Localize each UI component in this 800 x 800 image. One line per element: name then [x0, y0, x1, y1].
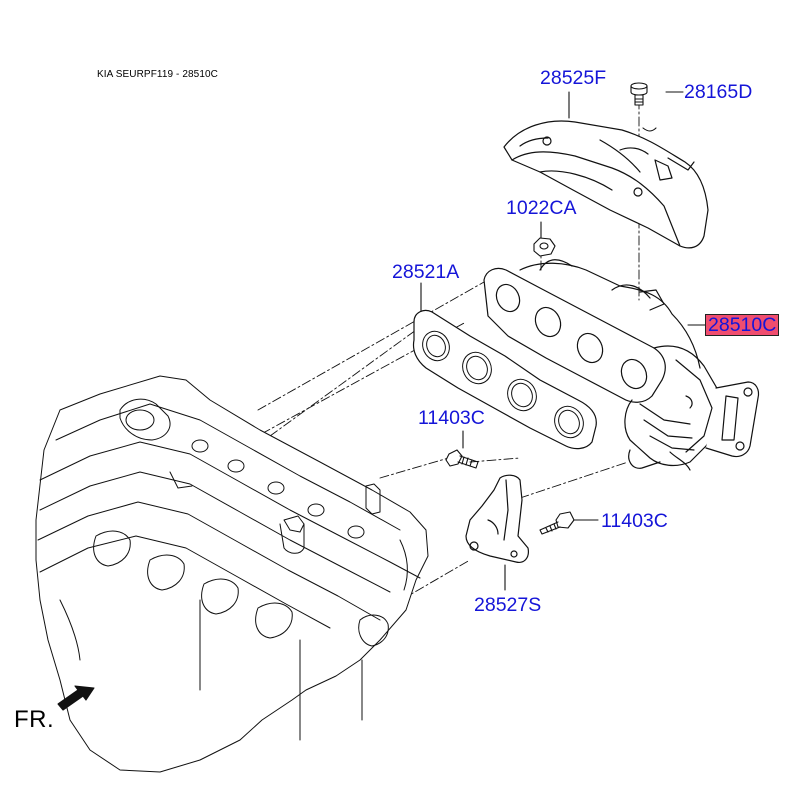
leader-lines: [420, 91, 706, 591]
callout-28527s[interactable]: 28527S: [474, 594, 542, 616]
nut-part[interactable]: [533, 237, 556, 257]
callout-1022ca[interactable]: 1022CA: [506, 197, 577, 219]
front-direction-label: FR.: [14, 706, 55, 733]
callout-28521a[interactable]: 28521A: [392, 261, 460, 283]
bolt-top-part[interactable]: [630, 82, 657, 132]
bolt-right-part[interactable]: [539, 511, 575, 535]
diagram-title: KIA SEURPF119 - 28510C: [97, 69, 218, 80]
heat-protector-part[interactable]: [503, 120, 709, 249]
callout-28525f[interactable]: 28525F: [540, 67, 607, 89]
cylinder-head-assembly: [35, 375, 429, 773]
callout-11403c-right[interactable]: 11403C: [601, 510, 668, 532]
callout-11403c-left[interactable]: 11403C: [418, 407, 485, 429]
arrow-icon: [57, 685, 95, 711]
exhaust-manifold-part[interactable]: [483, 259, 760, 471]
gasket-part[interactable]: [412, 309, 597, 450]
bracket-part[interactable]: [465, 474, 529, 563]
callout-28510c[interactable]: 28510C: [705, 314, 780, 336]
callout-28165d[interactable]: 28165D: [684, 81, 753, 103]
bolt-left-part[interactable]: [445, 449, 479, 469]
